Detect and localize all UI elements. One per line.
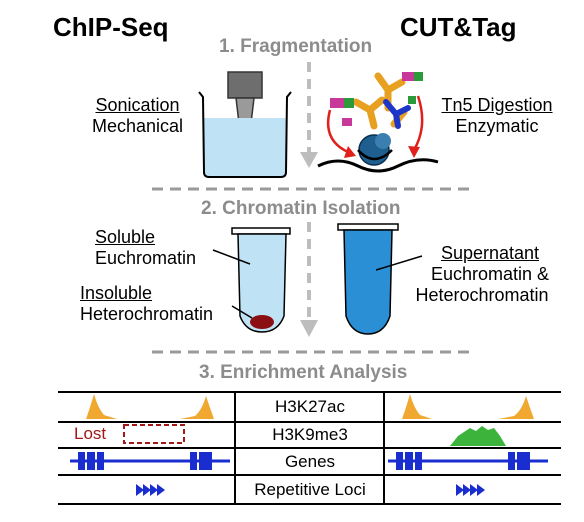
peak-h3k27ac-left bbox=[180, 396, 228, 419]
table-grid bbox=[58, 391, 561, 505]
pointer-line bbox=[375, 255, 423, 271]
supernatant-type1-label: Euchromatin & bbox=[430, 264, 550, 284]
pointer-line bbox=[231, 305, 253, 319]
tube-icon bbox=[337, 223, 399, 335]
row-label-genes: Genes bbox=[284, 452, 336, 471]
row-label-repetitive-loci: Repetitive Loci bbox=[254, 480, 366, 499]
supernatant-type2-label: Heterochromatin bbox=[415, 285, 549, 305]
soluble-label: Soluble bbox=[95, 227, 156, 247]
peak-h3k27ac-right bbox=[392, 394, 432, 419]
chip-frag-method-label: Sonication bbox=[95, 95, 180, 115]
row-label-h3k9me3: H3K9me3 bbox=[272, 425, 348, 444]
pellet-icon bbox=[250, 315, 274, 329]
peak-h3k9me3-right bbox=[450, 426, 506, 446]
header-cuttag: CUT&Tag bbox=[400, 12, 517, 42]
soluble-type-label: Euchromatin bbox=[95, 248, 197, 268]
tn5-antibody-complex-icon bbox=[326, 72, 424, 158]
supernatant-label: Supernatant bbox=[440, 243, 540, 263]
down-arrow-icon bbox=[300, 62, 318, 168]
insoluble-type-label: Heterochromatin bbox=[80, 304, 214, 324]
row-label-h3k27ac: H3K27ac bbox=[275, 397, 345, 416]
cut-frag-method-label: Tn5 Digestion bbox=[441, 95, 553, 115]
insoluble-label: Insoluble bbox=[80, 283, 153, 303]
repeat-arrows-icon bbox=[136, 484, 485, 496]
step-enrichment-analysis: 3. Enrichment Analysis bbox=[199, 362, 408, 383]
down-arrow-icon bbox=[300, 222, 318, 337]
header-chipseq: ChIP-Seq bbox=[53, 12, 169, 42]
lost-label: Lost bbox=[74, 424, 107, 443]
nucleosome-icon bbox=[317, 133, 439, 173]
tube-icon bbox=[231, 227, 291, 333]
peak-h3k27ac-left bbox=[74, 394, 117, 419]
step-chromatin-isolation: 2. Chromatin Isolation bbox=[201, 198, 401, 219]
step-fragmentation: 1. Fragmentation bbox=[219, 36, 373, 57]
pointer-line bbox=[212, 249, 251, 265]
peak-h3k27ac-right bbox=[498, 396, 546, 419]
chip-frag-type-label: Mechanical bbox=[91, 116, 184, 136]
lost-signal-box bbox=[123, 424, 185, 444]
cut-frag-type-label: Enzymatic bbox=[455, 116, 539, 136]
beaker-icon bbox=[198, 91, 292, 178]
